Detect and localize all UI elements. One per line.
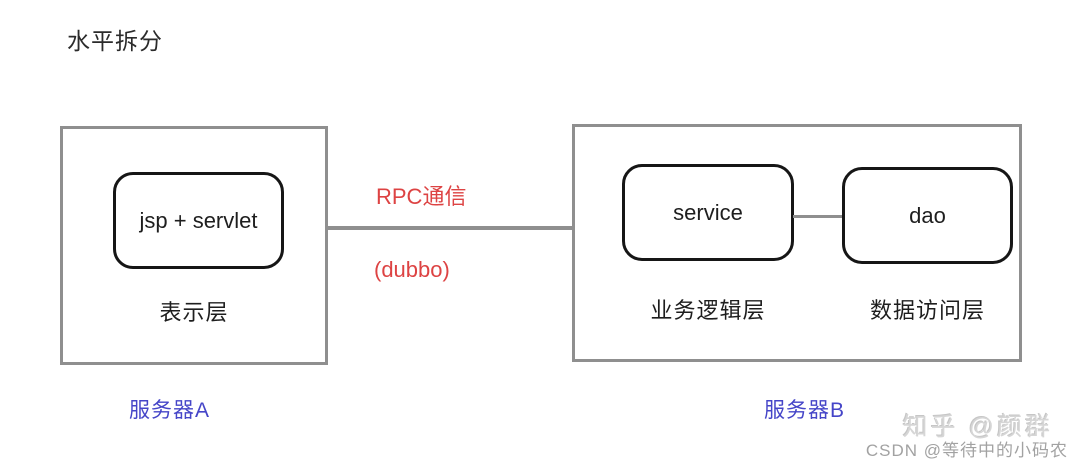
- dubbo-label: (dubbo): [374, 257, 450, 282]
- dao-node-label: dao: [909, 202, 946, 228]
- service-dao-connector-line: [793, 215, 842, 218]
- diagram-title: 水平拆分: [67, 28, 163, 54]
- rpc-communication-label: RPC通信: [376, 184, 467, 209]
- server-b-box: service dao 业务逻辑层 数据访问层: [572, 124, 1022, 362]
- rpc-connection-line: [328, 226, 572, 230]
- presentation-layer-label: 表示层: [159, 300, 229, 325]
- business-logic-layer-label: 业务逻辑层: [650, 298, 766, 323]
- server-b-caption: 服务器B: [764, 399, 846, 422]
- service-node: service: [622, 164, 794, 261]
- service-node-label: service: [673, 199, 743, 225]
- csdn-watermark: CSDN @等待中的小码农: [865, 441, 1068, 460]
- zhihu-watermark: 知乎 @颜群: [902, 413, 1053, 441]
- server-a-caption: 服务器A: [129, 399, 211, 422]
- jsp-servlet-node-label: jsp + servlet: [139, 207, 258, 233]
- data-access-layer-label: 数据访问层: [869, 298, 985, 323]
- jsp-servlet-node: jsp + servlet: [113, 172, 284, 269]
- dao-node: dao: [842, 167, 1013, 264]
- server-a-box: jsp + servlet 表示层: [60, 126, 328, 365]
